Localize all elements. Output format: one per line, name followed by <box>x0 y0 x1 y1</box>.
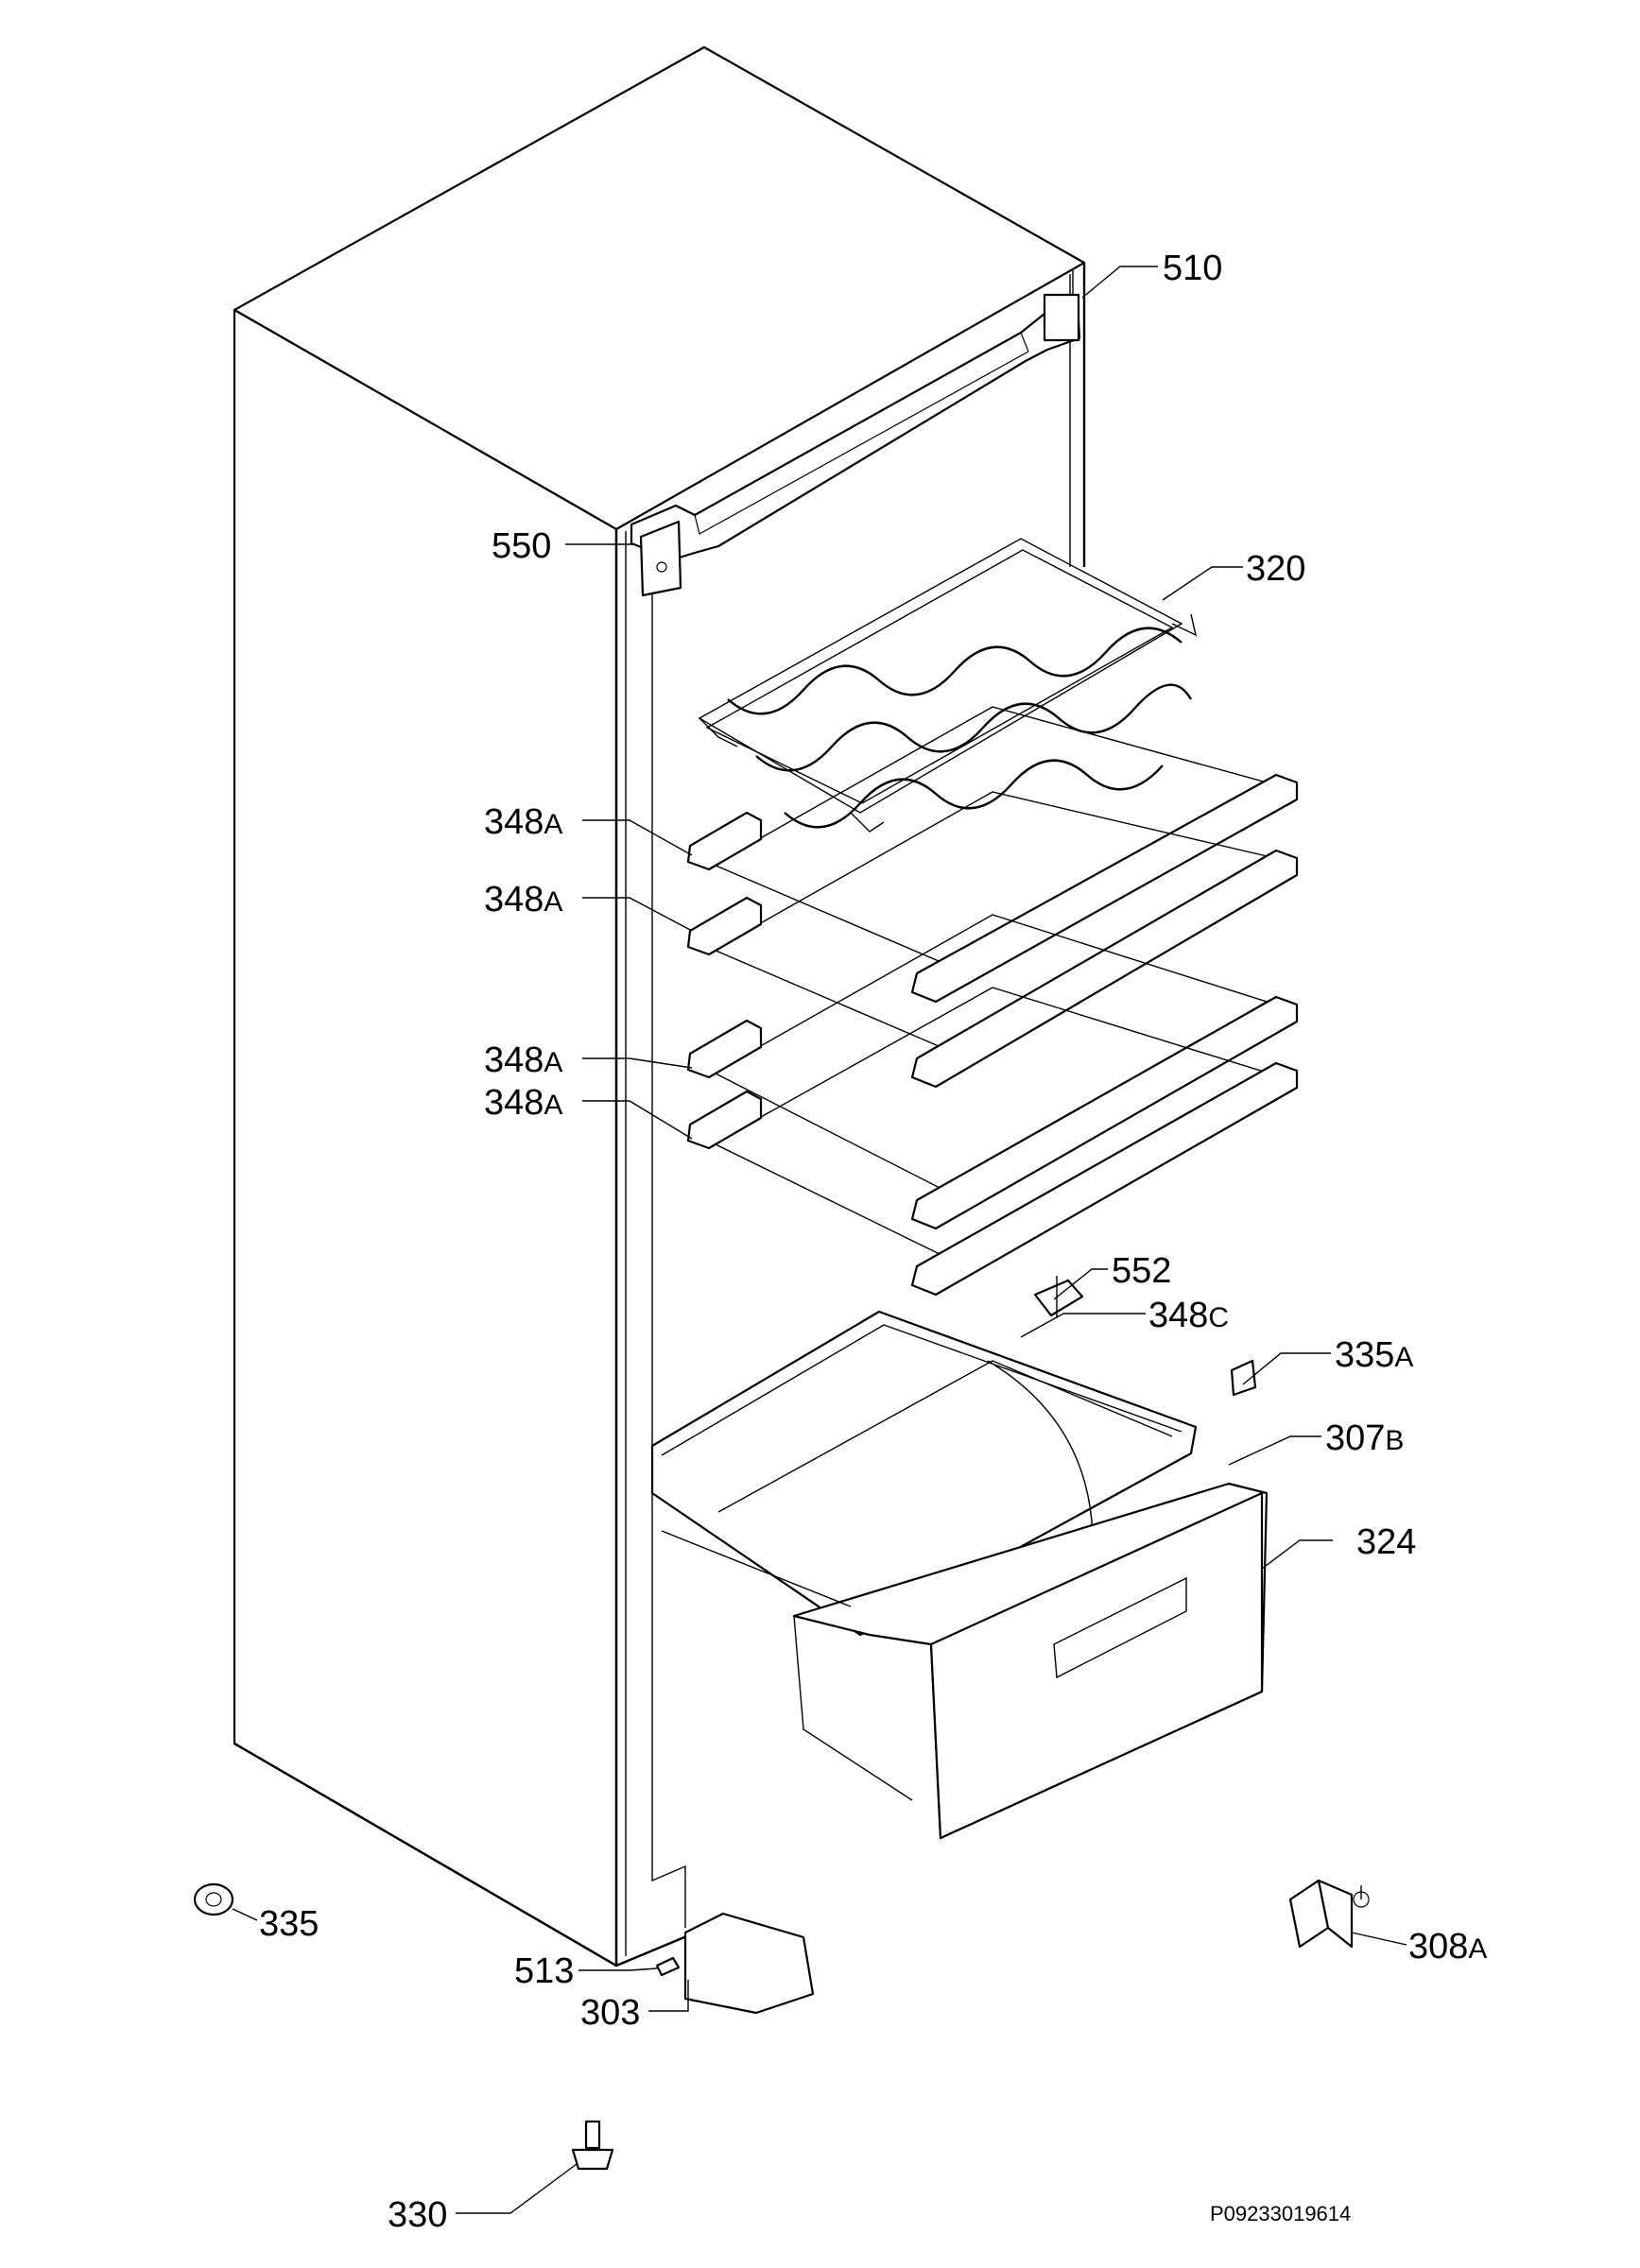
callout-513: 513 <box>514 1951 574 1991</box>
hinge-308a <box>1288 1879 1370 1949</box>
callout-510: 510 <box>1163 249 1222 288</box>
adjustable-foot-330 <box>571 2120 614 2171</box>
crisper-cover-348c <box>650 1310 1198 1637</box>
callout-324: 324 <box>1356 1522 1416 1562</box>
callout-550: 550 <box>492 526 551 566</box>
callout-303: 303 <box>580 1993 640 2033</box>
reference-code: P09233019614 <box>1210 2202 1351 2225</box>
callout-335: 335 <box>259 1904 319 1944</box>
callout-320: 320 <box>1246 549 1305 589</box>
bottom-cover-303 <box>683 1912 815 2015</box>
foot-cap-335 <box>193 1882 234 1916</box>
glass-shelf-2 <box>686 791 1299 1089</box>
callout-348a-2: 348A <box>484 880 562 919</box>
callout-348a-3: 348A <box>484 1040 562 1080</box>
wine-rack-320 <box>698 538 1198 833</box>
cabinet-body <box>233 45 1086 1967</box>
callout-348a-1: 348A <box>484 802 562 842</box>
cap-335a <box>1230 1359 1257 1397</box>
plug-513 <box>655 1956 681 1977</box>
leader-lines <box>232 266 1407 2214</box>
glass-shelf-1 <box>686 706 1299 1004</box>
callout-335a: 335A <box>1335 1335 1413 1375</box>
glass-shelf-3 <box>686 914 1299 1230</box>
callout-307b: 307B <box>1325 1418 1404 1458</box>
callout-308a: 308A <box>1408 1927 1487 1967</box>
glass-shelf-4 <box>686 987 1299 1297</box>
top-cover-510 <box>630 293 1081 561</box>
crisper-drawer-324 <box>661 1482 1269 1840</box>
callout-330: 330 <box>388 2195 447 2235</box>
callout-552: 552 <box>1112 1251 1171 1291</box>
callout-348c: 348C <box>1148 1296 1229 1335</box>
callout-348a-4: 348A <box>484 1083 562 1123</box>
bracket-550 <box>639 520 682 597</box>
